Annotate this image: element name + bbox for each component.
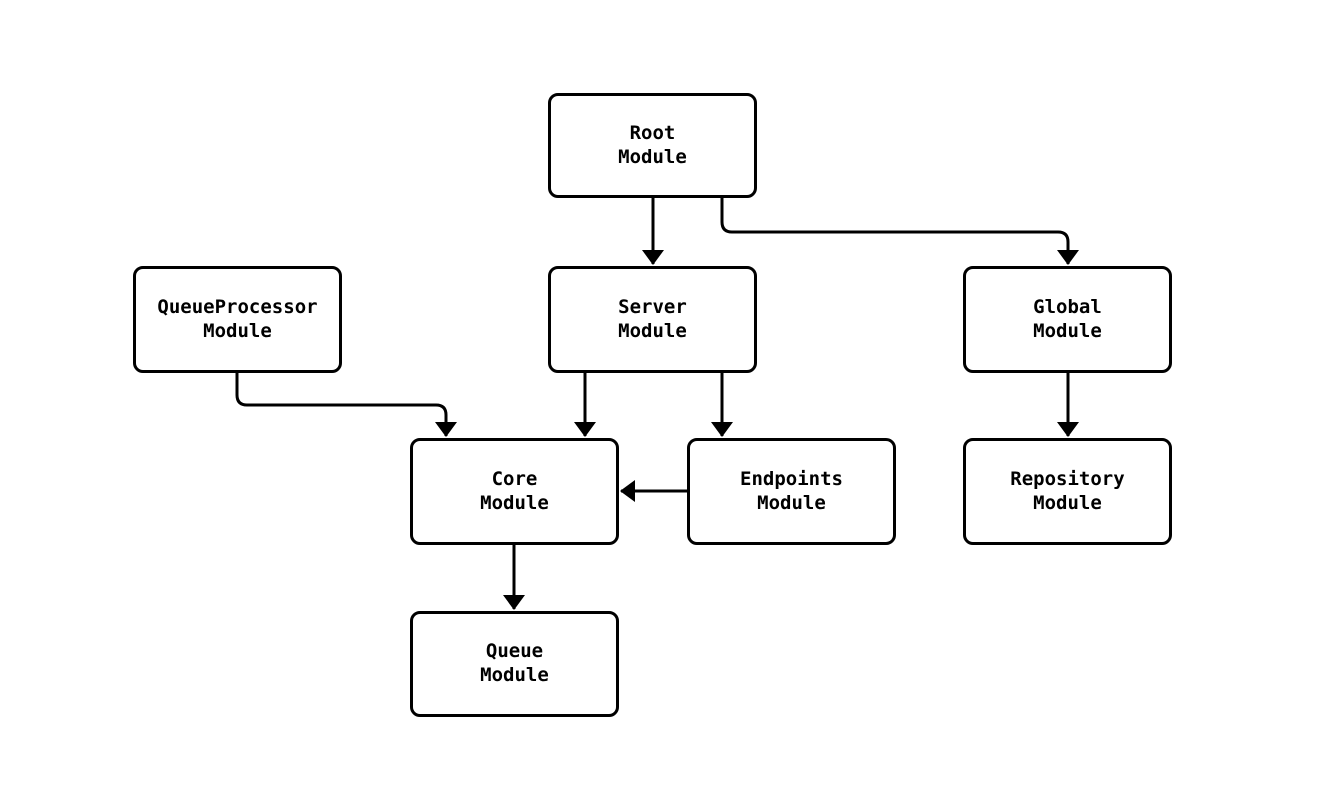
node-root-module: Root Module [548,93,757,198]
node-queueprocessor-module: QueueProcessor Module [133,266,342,373]
node-repository-module: Repository Module [963,438,1172,545]
node-global-module: Global Module [963,266,1172,373]
edge-queueprocessor-to-core [235,373,457,437]
node-endpoints-module: Endpoints Module [687,438,896,545]
edge-root-to-global [720,198,1079,265]
node-queue-module: Queue Module [410,611,619,717]
node-server-module: Server Module [548,266,757,373]
node-core-module: Core Module [410,438,619,545]
